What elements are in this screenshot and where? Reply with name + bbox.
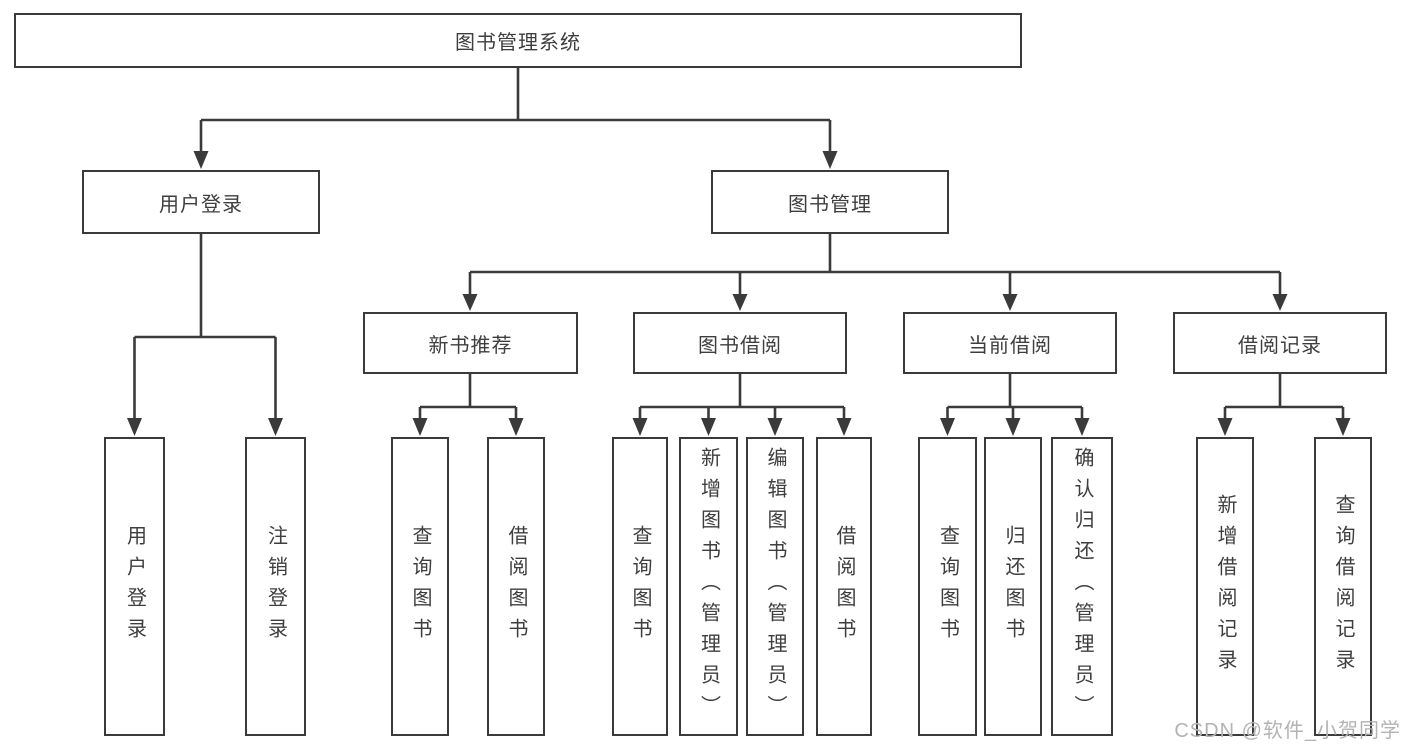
node-label: 新书推荐 [428,334,513,357]
node-label: 查询图书 [409,524,431,649]
leaf-borrow-add-books-admin: 新增图书（管理员） [679,437,738,736]
leaf-records-add-borrow-record: 新增借阅记录 [1196,437,1254,736]
node-label: 查询图书 [936,524,959,649]
node-borrow-records: 借阅记录 [1173,312,1387,374]
node-label: 借阅记录 [1238,334,1322,357]
node-label: 图书管理系统 [455,32,581,54]
leaf-borrow-edit-books-admin: 编辑图书（管理员） [746,437,804,736]
leaf-user-login: 用户登录 [104,437,165,736]
leaf-current-return-books: 归还图书 [984,437,1042,736]
leaf-current-query-books: 查询图书 [918,437,977,736]
node-label: 图书管理 [788,193,872,216]
node-label: 用户登录 [123,524,146,649]
node-new-book-recommend: 新书推荐 [363,312,578,374]
node-label: 查询借阅记录 [1332,493,1354,680]
leaf-borrow-borrow-books: 借阅图书 [816,437,872,736]
node-library-management-system: 图书管理系统 [14,13,1022,68]
csdn-watermark: CSDN @软件_小贺同学 [1174,720,1401,742]
node-label: 编辑图书（管理员） [764,447,786,726]
node-book-management: 图书管理 [711,170,949,234]
node-label: 借阅图书 [833,524,855,649]
leaf-logout: 注销登录 [245,437,306,736]
leaf-current-confirm-return-admin: 确认归还（管理员） [1051,437,1113,736]
node-label: 新增图书（管理员） [697,447,720,726]
node-user-login: 用户登录 [82,170,320,234]
node-label: 用户登录 [159,193,243,216]
leaf-records-query-borrow-record: 查询借阅记录 [1314,437,1372,736]
node-label: 借阅图书 [505,524,527,649]
leaf-borrow-query-books: 查询图书 [612,437,668,736]
node-label: 归还图书 [1002,524,1024,649]
node-label: 查询图书 [629,524,651,649]
leaf-newbook-query-books: 查询图书 [391,437,449,736]
node-label: 图书借阅 [698,334,782,357]
node-current-borrow: 当前借阅 [903,312,1117,374]
node-label: 注销登录 [264,524,287,649]
node-label: 新增借阅记录 [1214,493,1236,680]
leaf-newbook-borrow-books: 借阅图书 [487,437,545,736]
node-book-borrow: 图书借阅 [633,312,847,374]
node-label: 当前借阅 [968,334,1052,357]
node-label: 确认归还（管理员） [1071,447,1093,726]
